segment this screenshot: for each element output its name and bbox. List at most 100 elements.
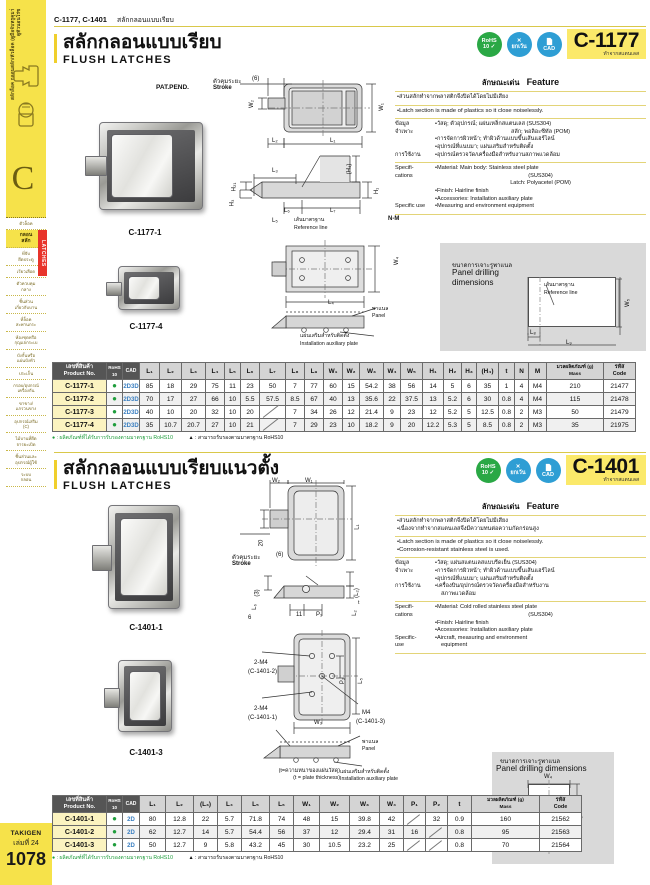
rohs-badge-line2: 10 ✓ (481, 470, 495, 476)
plate-thickness-note: (t=ความหนาของแผ่นวัสดุ) (t = plate thick… (210, 768, 340, 781)
table-header-row: เลขที่สินค้า Product No. RoHS 10 CAD L₁ … (52, 795, 582, 813)
cell-cad[interactable]: 2D (122, 838, 140, 852)
feature-spec-line: Accessories: Installation auxiliary plat… (435, 627, 646, 635)
rohs-badge: RoHS 10 ✓ (476, 31, 502, 57)
sidebar-item-9[interactable]: ประเก็น (6, 367, 46, 380)
cell-val: 13 (342, 392, 360, 406)
cell-val: 6 (461, 379, 477, 393)
cell-code: 21478 (603, 392, 636, 406)
sidebar-item-14[interactable]: ชิ้นส่วนและ อุปกรณ์ผู้ใช้ (6, 451, 46, 469)
sidebar-item-11[interactable]: ขาขาง/ แกรวนขาง (6, 397, 46, 416)
cad-badge-label: CAD (542, 471, 554, 478)
cell-val: 27 (181, 392, 206, 406)
cell-val: 25 (379, 838, 404, 852)
cell-val: 14 (422, 379, 444, 393)
cell-val: 74 (269, 812, 294, 826)
aux-plate-thai: แผ่นเสริมสำหรับติดตั้ง (300, 333, 350, 339)
cell-mass: 95 (471, 825, 540, 839)
cell-val: 14 (193, 825, 218, 839)
sidebar-item-3[interactable]: เรียวเลือด (6, 266, 46, 279)
sidebar-item-6[interactable]: ที่ล็อค สะพานกระ (6, 314, 46, 332)
sidebar-item-label: ชิ้นส่วนและ อุปกรณ์ผู้ใช้ (15, 454, 37, 465)
sidebar-item-8[interactable]: บังกั้นหรือ แผ่นบังหัว (6, 349, 46, 368)
latch-faceplate (129, 671, 161, 721)
cell-val: 0.8 (498, 405, 515, 419)
latch-bolt-tab (85, 156, 107, 176)
sidebar-item-7[interactable]: ห้องชุดหรือ กุญแจกระเบ (6, 331, 46, 350)
dim-11: 11 (296, 612, 303, 618)
cell-val-empty (425, 825, 448, 839)
th-l5: L₅ (241, 795, 270, 813)
dim-l2: L₂ (351, 610, 358, 616)
feature-spec-label: Specifi- cations (395, 165, 414, 179)
table-header-row: เลขที่สินค้า Product No. RoHS 10 CAD L₁ … (52, 362, 636, 380)
cell-mass: 70 (471, 838, 540, 852)
sidebar-item-13[interactable]: ไม้บานที่ยึด จารยะเบิด (6, 433, 46, 452)
table-row: C-1401-2 ● 2D 62 12.7 14 5.7 54.4 56 37 … (52, 825, 582, 839)
cell-val: 30 (293, 838, 320, 852)
th-cad: CAD (122, 362, 140, 380)
panel-dim-l8: L₈ (530, 330, 536, 336)
cell-val: 67 (304, 392, 324, 406)
sidebar-item-12[interactable]: อุปกรณ์เสริม (C) (6, 415, 46, 434)
feature-spec-label: ข้อมูล จำเพาะ (395, 121, 414, 135)
patent-pending-note: PAT.PEND. (156, 84, 189, 91)
feature-spec-values: อุปกรณ์ตรวจวัด/เครื่องมือสำหรับงานสภาพแว… (435, 152, 646, 160)
rohs-dot-icon: ● (112, 813, 117, 823)
sidebar-item-4[interactable]: ตัวควบคุม กลาง (6, 278, 46, 297)
th-code: รหัส Code (539, 795, 582, 813)
sidebar-item-label: ไม้บานที่ยึด จารยะเบิด (15, 436, 37, 447)
cell-mass: 50 (546, 405, 604, 419)
sidebar-item-5[interactable]: ชิ้นส่วน เกี่ยวกับบาน (6, 296, 46, 315)
sidebar-item-1-active[interactable]: กลอน สลัก LATCHES (6, 230, 47, 277)
panel-ref-en: Reference line (544, 290, 578, 296)
sidebar-item-10[interactable]: กรอบ/อุปกรณ์ เครื่องกัน (6, 379, 46, 398)
th-w1: W₁ (323, 362, 343, 380)
document-icon (546, 37, 552, 45)
latch-icon (13, 65, 39, 87)
sidebar-item-label: กรอบ/อุปกรณ์ เครื่องกัน (13, 382, 39, 394)
cell-val: 23 (400, 405, 423, 419)
product-code-subtitle: ทำจากสแตนเลส (603, 51, 639, 57)
cell-cad[interactable]: 2D (122, 825, 140, 839)
feature-english-specs: Specifi- cations Material: Main body: St… (395, 163, 646, 214)
latch-faceplate (128, 276, 160, 300)
cell-val-empty (259, 405, 286, 419)
feature-spec-values: Measuring and environment equipment (435, 203, 646, 211)
dim-2m4-a: 2-M4 (254, 660, 268, 666)
sidebar-item-2[interactable]: ที่จับ ยึดประตู (6, 248, 46, 267)
th-m: M (528, 362, 547, 380)
cell-val: 12 (422, 405, 444, 419)
cell-val: 12.5 (476, 405, 499, 419)
cell-val-empty (259, 418, 286, 432)
cell-cad[interactable]: 2D3D (122, 392, 140, 406)
cell-val: 5.5 (240, 392, 260, 406)
cell-val: 12.7 (165, 838, 194, 852)
cad-badge[interactable]: CAD (536, 31, 562, 57)
cell-val: 8.5 (476, 418, 499, 432)
feature-spec-line: Aircraft, measuring and environment (435, 635, 646, 643)
plate-note-en: (t = plate thickness) (293, 774, 340, 781)
rohs-badge-line1: RoHS (480, 464, 496, 470)
sidebar-item-15[interactable]: ระบบ กลอน (6, 468, 46, 487)
cell-cad[interactable]: 2D3D (122, 379, 140, 393)
feature-spec-row: Specific use Measuring and environment e… (395, 203, 646, 211)
sidebar-item-0[interactable]: ตัวล็อค (6, 218, 46, 231)
dim-n-m: N-M (388, 216, 400, 222)
cell-cad[interactable]: 2D (122, 812, 140, 826)
latch-faceplate (111, 134, 173, 198)
cell-code: 21563 (539, 825, 582, 839)
cad-badge[interactable]: CAD (535, 457, 561, 483)
cell-cad[interactable]: 2D3D (122, 418, 140, 432)
table-row: C-1177-1 ● 2D3D 85 18 29 75 11 23 50 7 7… (52, 379, 636, 393)
feature-spec-row: Specific- use Aircraft, measuring and en… (395, 635, 646, 650)
feature-spec-line: Measuring and environment equipment (435, 203, 646, 211)
th-h2: H₂ (443, 362, 462, 380)
cell-cad[interactable]: 2D3D (122, 405, 140, 419)
product-label-c1401-1: C-1401-1 (129, 623, 163, 632)
feature-thai-specs: ข้อมูล จำเพาะ วัสดุ; ตัวอุปกรณ์; แผ่นเหล… (395, 119, 646, 162)
th-l4: L₄ (205, 362, 225, 380)
sidebar-item-label: ขาขาง/ แกรวนขาง (15, 400, 37, 412)
aux-plate-thai: แผ่นเสริมสำหรับติดตั้ง (340, 769, 390, 775)
cell-val: 0.9 (447, 812, 472, 826)
